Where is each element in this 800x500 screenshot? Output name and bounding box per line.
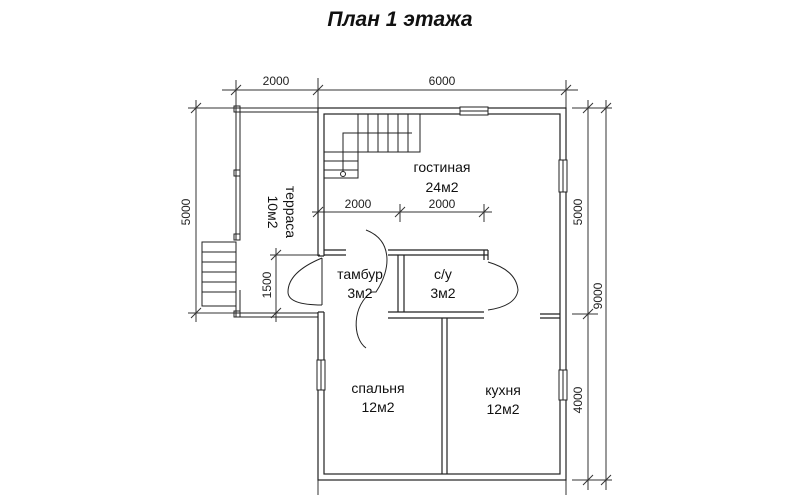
dim-inner-right: 2000 — [429, 197, 456, 211]
dim-right-top: 5000 — [571, 198, 585, 225]
room-terrace-name: терраса — [283, 186, 299, 238]
dim-terrace-depth: 5000 — [179, 198, 193, 225]
doors — [287, 229, 519, 349]
page-title: План 1 этажа — [327, 8, 473, 31]
room-bathroom-area: 3м2 — [430, 285, 455, 301]
room-bathroom-name: с/у — [434, 266, 452, 282]
dimension-lines — [188, 78, 612, 495]
dim-right-bottom: 4000 — [571, 386, 585, 413]
room-terrace-area: 10м2 — [265, 196, 281, 229]
dim-total-depth: 9000 — [591, 282, 605, 309]
room-vestibule-area: 3м2 — [347, 285, 372, 301]
dim-entry-depth: 1500 — [260, 271, 274, 298]
room-living-name: гостиная — [414, 159, 471, 175]
room-kitchen-name: кухня — [485, 382, 521, 398]
room-bedroom-name: спальня — [351, 380, 404, 396]
dim-house-width: 6000 — [429, 74, 456, 88]
staircase — [323, 113, 421, 179]
room-kitchen-area: 12м2 — [487, 401, 520, 417]
dim-inner-left: 2000 — [345, 197, 372, 211]
terrace — [201, 105, 318, 318]
room-living-area: 24м2 — [426, 179, 459, 195]
room-bedroom-area: 12м2 — [362, 399, 395, 415]
windows — [316, 106, 568, 401]
room-vestibule-name: тамбур — [337, 266, 383, 282]
dim-terrace-width: 2000 — [263, 74, 290, 88]
